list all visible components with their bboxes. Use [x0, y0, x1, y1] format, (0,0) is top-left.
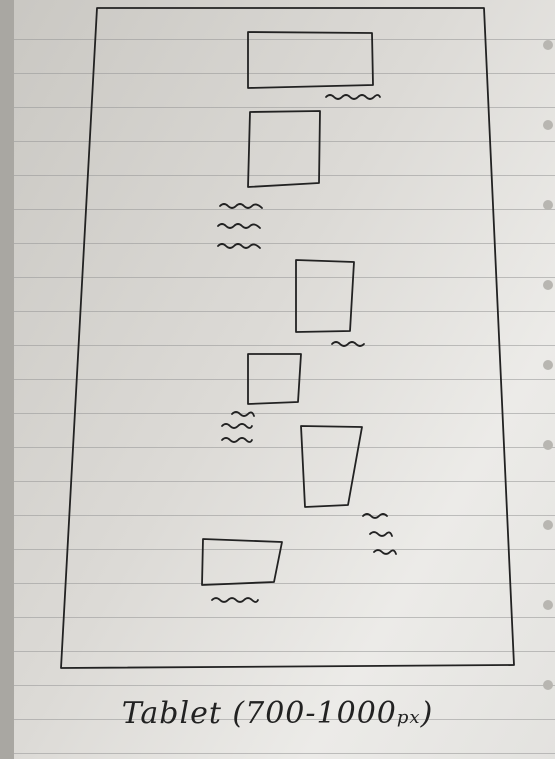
card-4-scribble-3: [221, 437, 253, 443]
device-outline: [60, 7, 515, 669]
caption-close: ): [420, 696, 434, 731]
card-3-scribble: [331, 341, 365, 347]
card-4-box: [247, 353, 302, 405]
card-5-scribble-2: [369, 531, 393, 537]
card-4-scribble-2: [221, 423, 253, 429]
card-1-box: [247, 31, 374, 89]
caption-main: Tablet (700-1000: [121, 696, 397, 731]
card-4-scribble-1: [231, 411, 255, 417]
card-3-box: [295, 259, 355, 333]
card-6-box: [201, 538, 283, 586]
paper-edge: [0, 0, 14, 759]
card-6-scribble: [211, 597, 259, 603]
card-2-scribble-2: [217, 223, 261, 229]
card-2-scribble-3: [217, 243, 261, 249]
card-2-box: [247, 110, 321, 188]
card-2-scribble-1: [219, 203, 263, 209]
card-1-scribble: [325, 94, 381, 100]
card-5-scribble-1: [362, 513, 388, 519]
card-5-scribble-3: [373, 549, 397, 555]
card-5-box: [300, 425, 363, 508]
caption-unit: px: [396, 707, 421, 728]
sketch-caption: Tablet (700-1000px): [0, 696, 555, 731]
